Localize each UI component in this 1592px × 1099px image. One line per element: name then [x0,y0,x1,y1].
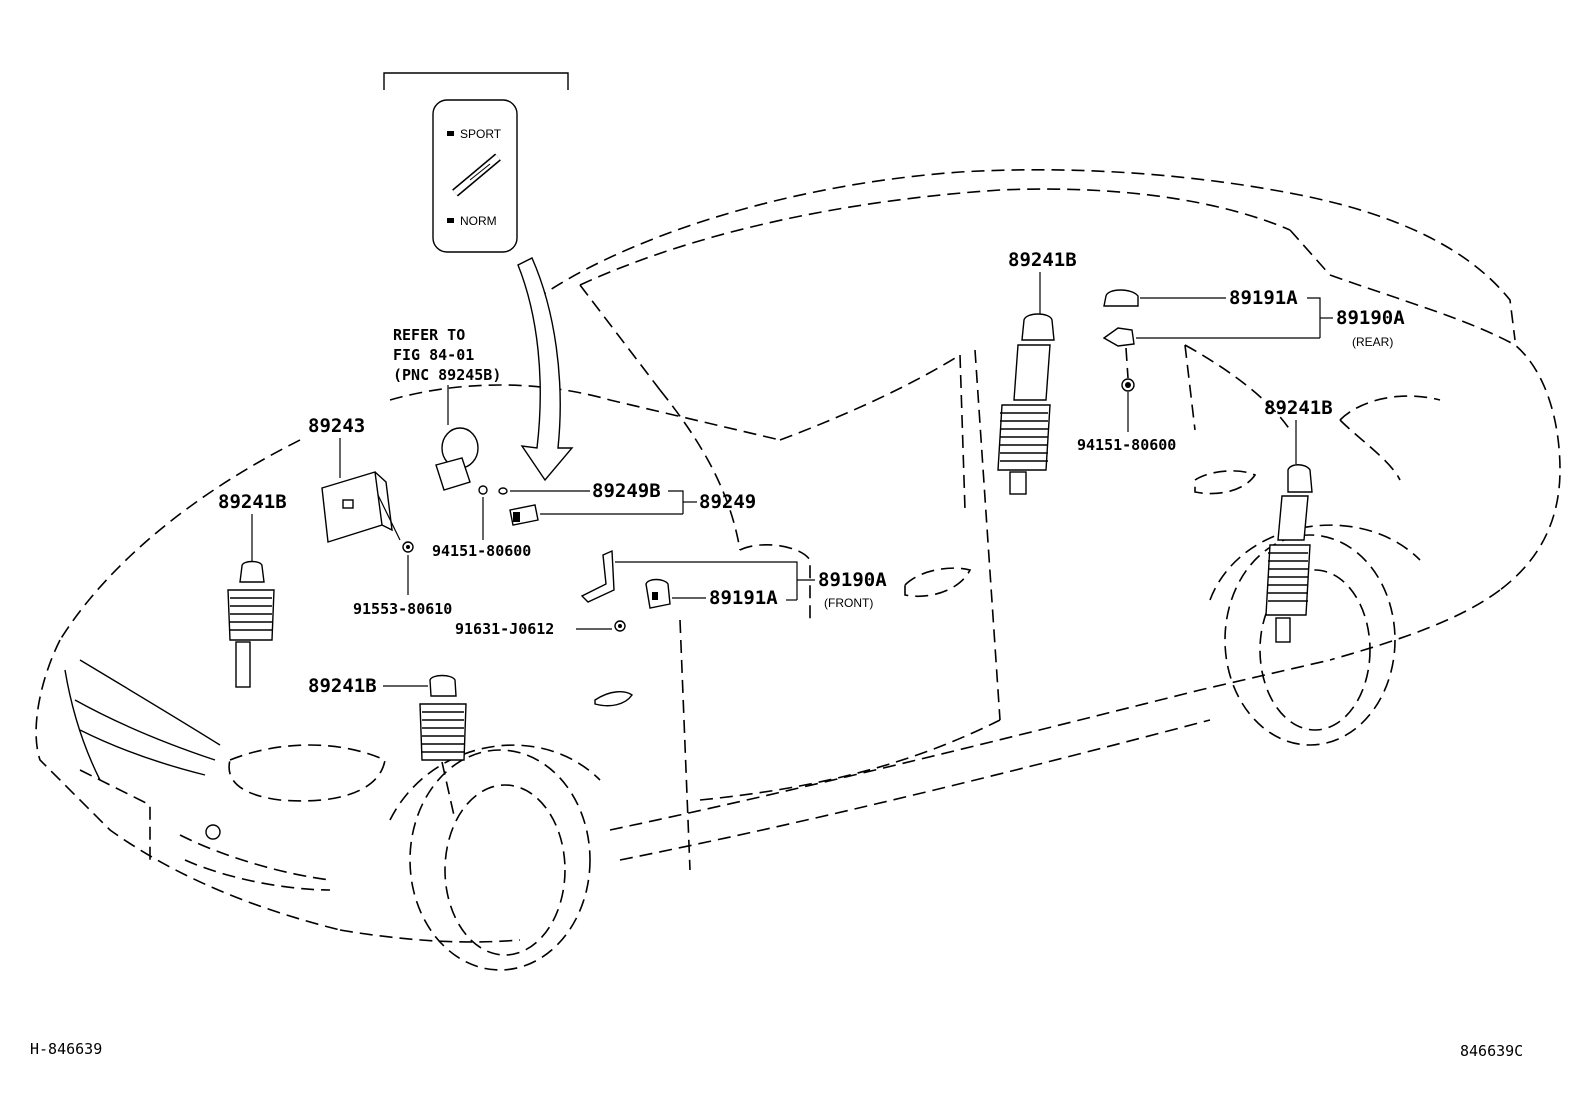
bracket-89190a-rear-part [1102,327,1135,347]
refer-note-line1: REFER TO [393,326,465,344]
shock-absorber-front-left-part [227,560,275,688]
nut-94151-front-part [478,485,488,495]
norm-indicator-icon [447,218,454,223]
footer-left-code: H-846639 [30,1040,102,1058]
shock-absorber-rear-right-part [1265,464,1313,643]
clip-89249b-part [498,487,508,495]
bracket-89249 [668,490,684,514]
bracket-89190a-rear [1307,297,1321,338]
label-89241b-front-left[interactable]: 89241B [218,491,287,513]
switch-unit-part [435,427,479,491]
label-89190a-rear[interactable]: 89190A [1336,307,1405,329]
car-body-outline [35,168,1561,971]
front-note: (FRONT) [824,596,873,610]
bracket-89190a-front-part [580,549,615,603]
norm-label: NORM [460,214,497,228]
label-89241b-front-right[interactable]: 89241B [308,675,377,697]
footer-right-code: 846639C [1460,1042,1523,1060]
label-89249[interactable]: 89249 [699,491,756,513]
switch-callout-bracket [383,72,569,90]
sensor-89191a-front-part [645,578,671,609]
refer-note-line2: FIG 84-01 [393,346,474,364]
nut-rear-guide [1125,347,1129,379]
location-arrow-icon [517,257,574,482]
label-94151-rear[interactable]: 94151-80600 [1077,436,1176,454]
refer-note[interactable]: REFER TO FIG 84-01 (PNC 89245B) [393,326,501,384]
label-89241b-rear-left[interactable]: 89241B [1008,249,1077,271]
refer-note-line3: (PNC 89245B) [393,366,501,384]
label-89249b[interactable]: 89249B [592,480,661,502]
shock-absorber-rear-left-part [997,313,1055,495]
sport-indicator-icon [447,131,454,136]
sport-norm-switch-panel: SPORT NORM [432,99,518,253]
bracket-89190a-front [615,561,798,600]
sensor-89249-part [509,504,539,526]
label-89243[interactable]: 89243 [308,415,365,437]
ecu-89243-part [321,471,393,543]
label-91631[interactable]: 91631-J0612 [455,620,554,638]
sport-label: SPORT [460,127,502,141]
label-91553[interactable]: 91553-80610 [353,600,452,618]
shock-absorber-front-right-part [419,674,467,821]
bolt-91553-part [402,541,414,553]
label-89190a-front[interactable]: 89190A [818,569,887,591]
label-89191a-front[interactable]: 89191A [709,587,778,609]
leader-bolt-91553 [377,494,401,541]
rear-note: (REAR) [1352,335,1393,349]
label-89191a-rear[interactable]: 89191A [1229,287,1298,309]
shock-absorber-icon [452,153,501,197]
nut-94151-rear-part [1121,378,1135,392]
sensor-89191a-rear-part [1103,289,1139,307]
label-94151-front[interactable]: 94151-80600 [432,542,531,560]
label-89241b-rear-right[interactable]: 89241B [1264,397,1333,419]
screw-91631-part [614,620,626,632]
